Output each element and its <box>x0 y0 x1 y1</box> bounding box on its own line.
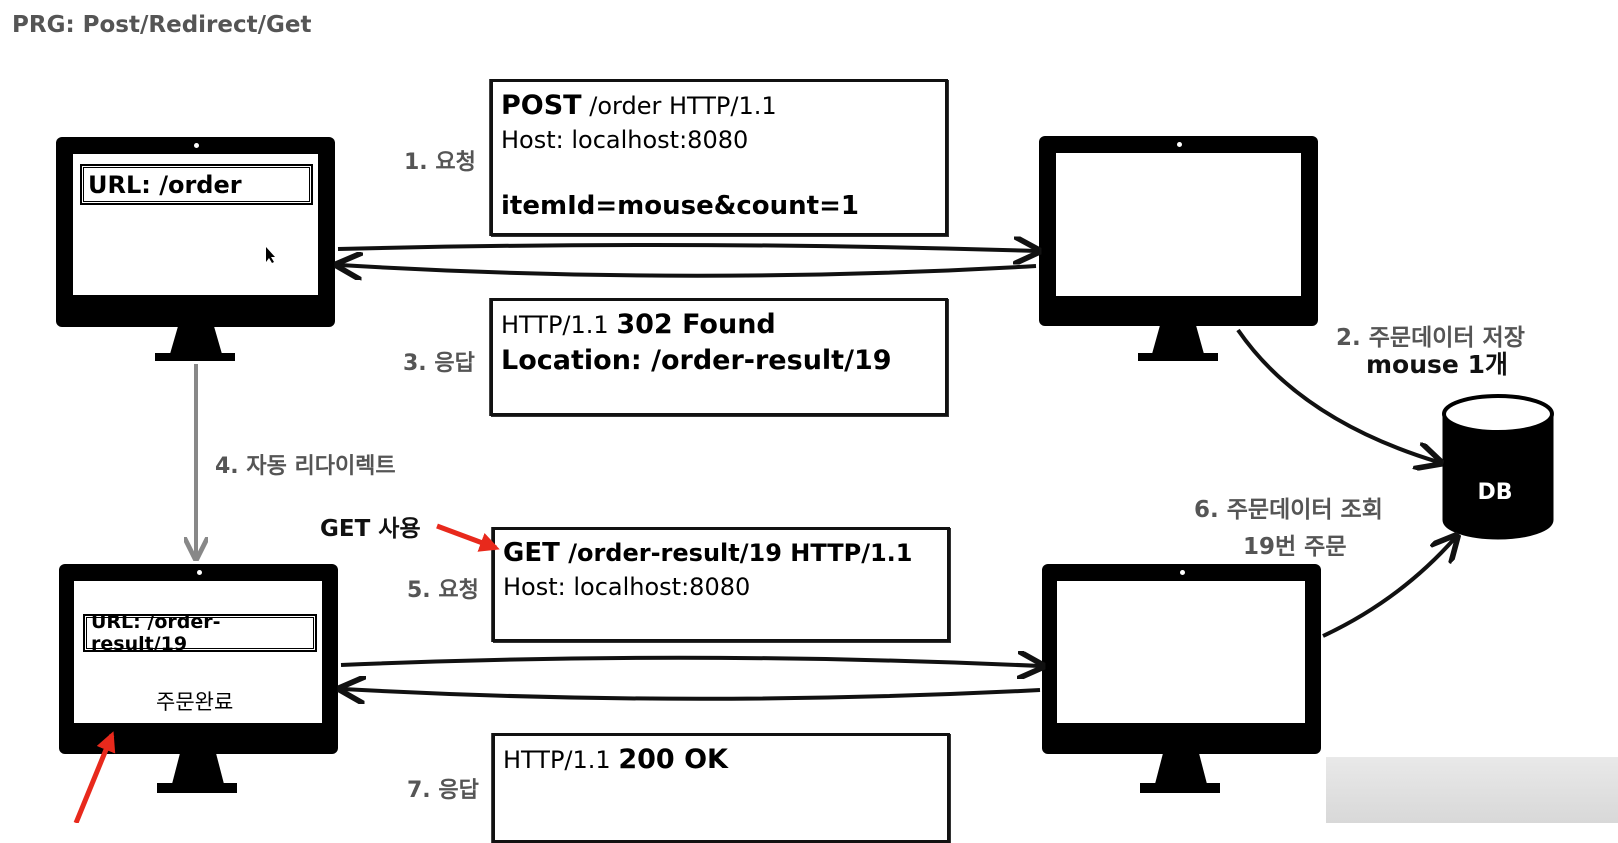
monitor-base <box>155 353 235 361</box>
server-screen-bottom <box>1057 581 1305 723</box>
monitor-neck <box>172 754 224 784</box>
status-code: 302 Found <box>616 309 776 340</box>
page-content-text: 주문완료 <box>156 690 234 714</box>
request-body: itemId=mouse&count=1 <box>501 191 859 222</box>
url-box-bottom: URL: /order-result/19 <box>83 611 317 655</box>
step-1-label: 1. 요청 <box>404 150 476 175</box>
step-6-detail: 19번 주문 <box>1243 534 1347 560</box>
camera-dot <box>193 143 199 148</box>
step-2-detail: mouse 1개 <box>1366 350 1508 379</box>
arrow-response-7 <box>343 689 1041 699</box>
response-box-302: HTTP/1.1 302 Found Location: /order-resu… <box>490 298 948 416</box>
camera-dot <box>1179 570 1185 575</box>
url-box-top: URL: /order <box>80 164 313 205</box>
server-monitor-bottom <box>1042 564 1321 754</box>
mouse-cursor-icon <box>266 247 275 263</box>
location-header: Location: /order-result/19 <box>501 345 892 377</box>
host-header: Host: localhost:8080 <box>501 126 749 155</box>
step-5-label: 5. 요청 <box>407 578 479 603</box>
request-box-post: POST /order HTTP/1.1 Host: localhost:808… <box>490 79 948 236</box>
step-3-label: 3. 응답 <box>403 351 475 376</box>
request-box-get: GET /order-result/19 HTTP/1.1 Host: loca… <box>492 527 950 642</box>
arrow-save-to-db <box>1236 328 1438 462</box>
red-arrow-get <box>436 523 500 552</box>
monitor-neck <box>170 327 222 354</box>
step-7-label: 7. 응답 <box>407 778 479 803</box>
step-4-label: 4. 자동 리다이렉트 <box>215 454 396 479</box>
server-monitor-top <box>1039 136 1318 326</box>
monitor-base <box>157 783 237 793</box>
http-method: POST <box>501 90 582 121</box>
arrow-request-5 <box>340 658 1040 666</box>
http-method: GET <box>503 538 560 568</box>
get-usage-note: GET 사용 <box>320 516 421 542</box>
camera-dot <box>196 570 202 575</box>
database-icon <box>1442 394 1554 540</box>
client-monitor-bottom <box>59 564 338 754</box>
red-arrow-page <box>73 731 116 823</box>
status-prefix: HTTP/1.1 <box>501 311 617 339</box>
monitor-base <box>1138 353 1218 361</box>
client-monitor-top <box>56 137 335 327</box>
monitor-neck <box>1155 754 1207 784</box>
server-screen-top <box>1056 153 1301 296</box>
flow-arrows <box>73 0 1618 823</box>
status-code: 200 OK <box>618 744 728 775</box>
host-header: Host: localhost:8080 <box>503 573 751 602</box>
page-title: PRG: Post/Redirect/Get <box>12 12 312 38</box>
webcam-thumbnail <box>1326 757 1618 823</box>
status-prefix: HTTP/1.1 <box>503 746 619 774</box>
camera-dot <box>1176 142 1182 147</box>
monitor-neck <box>1152 326 1204 354</box>
step-6-label: 6. 주문데이터 조회 <box>1194 497 1383 523</box>
arrow-request-1 <box>337 245 1036 251</box>
arrow-response-3 <box>340 265 1037 276</box>
arrow-query-db <box>1322 538 1455 638</box>
request-line-rest: /order-result/19 HTTP/1.1 <box>559 539 913 567</box>
database-label: DB <box>1477 480 1513 505</box>
client-screen-bottom <box>74 581 322 723</box>
monitor-base <box>1140 783 1220 793</box>
step-2-label: 2. 주문데이터 저장 <box>1336 325 1525 351</box>
client-screen-top <box>73 154 318 295</box>
request-line-rest: /order HTTP/1.1 <box>581 92 777 120</box>
